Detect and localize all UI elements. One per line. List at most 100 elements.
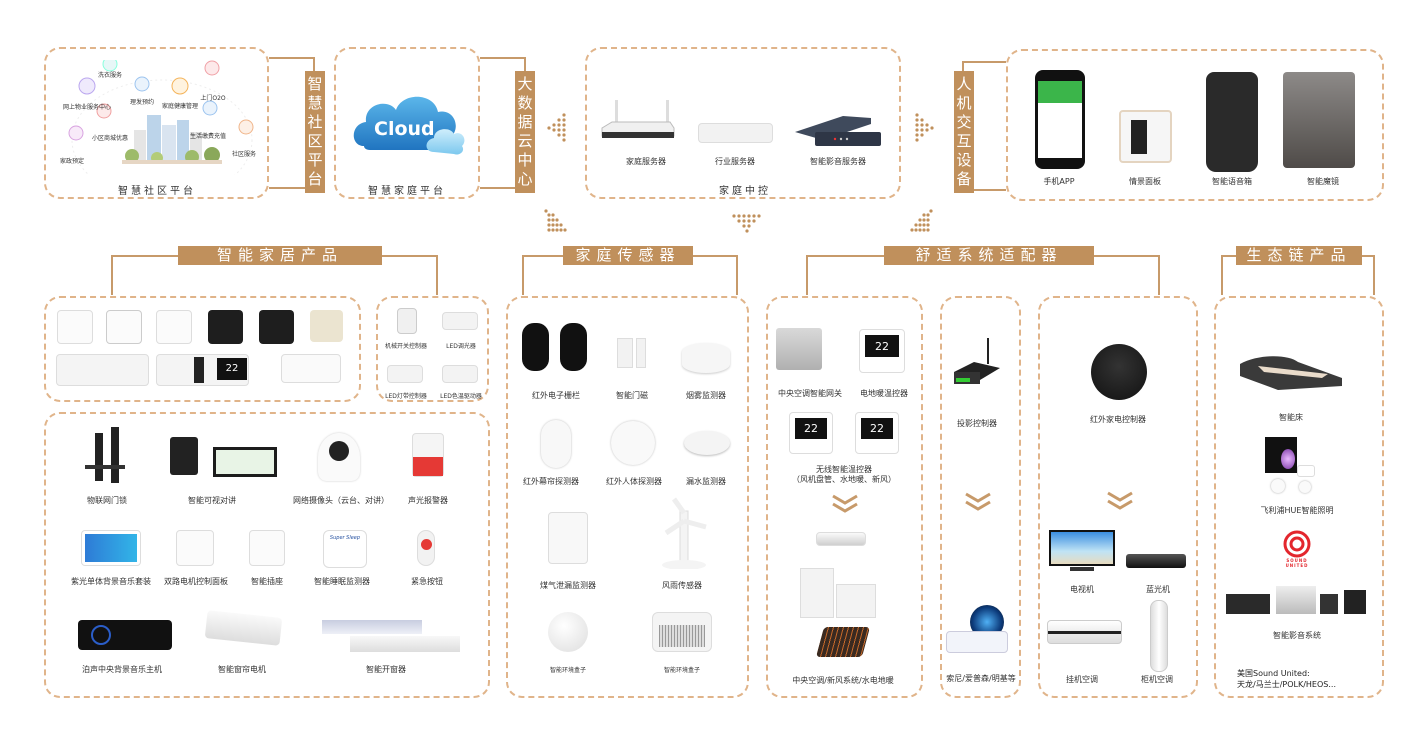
smoke-detector-image: [682, 343, 730, 373]
tag-char: 数: [517, 94, 533, 112]
magic-mirror-label: 智能魔镜: [1307, 177, 1339, 186]
home-control-caption: 家庭中控: [719, 186, 771, 197]
bluray-player-image: [1126, 554, 1186, 568]
comfort-col2-bottom-label: 索尼/爱普森/明基等: [946, 674, 1016, 683]
smart-mirror-image: [1283, 72, 1355, 168]
av-system-image: [1226, 586, 1368, 616]
comfort-col1-box: [766, 296, 923, 698]
appliance-label: 蓝光机: [1146, 585, 1170, 594]
chevron-down-icon: [964, 492, 992, 512]
wireless-thermostat-2-image: 22: [855, 412, 899, 454]
ecosystem-box: [1214, 296, 1384, 698]
ecosystem-products-title: 生态链产品: [1236, 246, 1362, 265]
emergency-button-image: [417, 530, 435, 566]
led-item-label: 机械开关控制器: [384, 343, 428, 350]
sensor-label: 风雨传感器: [662, 581, 702, 590]
community-illustration: [62, 60, 262, 175]
cloud-logo-text: Cloud: [374, 118, 435, 140]
appliance-label: 电视机: [1070, 585, 1094, 594]
sound-united-line1: SOUND: [1286, 558, 1308, 563]
sound-united-line2: UNITED: [1285, 563, 1309, 568]
sensor-label: 智能环境盒子: [663, 667, 701, 674]
service-label: 网上物业服务中心: [62, 104, 112, 111]
sensor-label: 红外电子栅栏: [532, 391, 580, 400]
community-platform-box: [44, 47, 269, 199]
service-label: 生活缴费充值: [189, 133, 227, 140]
home-sensors-title: 家庭传感器: [563, 246, 693, 265]
led-controllers-box: [376, 296, 489, 402]
arrow-diagonal-down-left-icon: [908, 208, 934, 232]
note-line-1: 美国Sound United:: [1237, 669, 1310, 678]
home-server-label: 家庭服务器: [626, 157, 666, 166]
switch-panel-long-2: 22: [156, 354, 249, 386]
led-item-label: LED灯带控制器: [385, 393, 427, 400]
arrow-left-icon: [546, 112, 568, 144]
tag-char: 台: [307, 170, 323, 188]
smart-bed-image: [1238, 352, 1344, 390]
community-platform-tag: 智 慧 社 区 平 台: [305, 71, 325, 193]
dual-motor-panel-image: [176, 530, 214, 566]
device-label: 紧急按钮: [411, 577, 443, 586]
comfort-item-label: 电地暖温控器: [860, 389, 908, 398]
tag-char: 互: [956, 132, 972, 150]
thermostat-display: 22: [861, 418, 893, 439]
smart-home-products-title: 智能家居产品: [178, 246, 382, 265]
ir-curtain-detector-image: [541, 420, 571, 468]
panel-display: 22: [217, 358, 247, 380]
tag-char: 中: [517, 151, 533, 169]
led-dimmer-image: [442, 312, 478, 330]
phone-app-image: [1035, 70, 1085, 169]
ecosystem-item-label: 飞利浦HUE智能照明: [1260, 506, 1334, 515]
smart-devices-box: [44, 412, 490, 698]
home-control-box: [585, 47, 901, 199]
arrow-down-icon: [731, 213, 763, 233]
cloud-icon: [350, 88, 470, 163]
service-label: 小区商城优惠: [91, 135, 129, 142]
cloud-platform-caption: 智慧家庭平台: [368, 186, 446, 197]
switch-panel-2: [106, 310, 142, 344]
switch-panel-beige: [310, 310, 343, 342]
music-host-image: [78, 620, 172, 650]
service-label: 社区服务: [231, 151, 257, 158]
switch-panel-black-2: [259, 310, 294, 344]
thermostat-display: 22: [865, 335, 899, 358]
network-camera-image: [318, 433, 360, 481]
projector-image: [946, 605, 1010, 655]
central-ac-gateway-image: [776, 328, 822, 370]
tag-char: 交: [956, 113, 972, 131]
tag-char: 备: [956, 170, 972, 188]
wall-ac-image: [1047, 620, 1122, 644]
hmi-box: [1006, 49, 1384, 201]
sensor-label: 智能门磁: [616, 391, 648, 400]
sleep-monitor-image: Super Sleep: [323, 530, 367, 568]
tag-char: 心: [517, 170, 533, 188]
sensor-label: 智能环境盒子: [549, 667, 587, 674]
community-platform-caption: 智慧社区平台: [118, 186, 196, 197]
tag-char: 设: [956, 151, 972, 169]
wireless-thermostat-sublabel: （风机盘管、水地暖、新风）: [792, 475, 896, 484]
sound-united-note: 美国Sound United: 天龙/马兰士/POLK/HEOS...: [1237, 668, 1336, 690]
service-label: 家庭健康管理: [161, 103, 199, 110]
chevron-down-icon: [1106, 491, 1134, 511]
led-item-label: LED色温驱动器: [440, 393, 482, 400]
switch-panel-3: [156, 310, 192, 344]
appliance-label: 柜机空调: [1141, 675, 1173, 684]
door-lock-image: [85, 425, 125, 485]
sensor-label: 红外幕帘探测器: [523, 477, 579, 486]
ir-fence-image: [522, 323, 588, 373]
projection-controller-label: 投影控制器: [957, 419, 997, 428]
device-label: 智能开窗器: [366, 665, 406, 674]
tag-char: 人: [956, 75, 972, 93]
comfort-col2-box: [940, 296, 1021, 698]
device-label: 网络摄像头（云台、对讲）: [293, 496, 389, 505]
env-box-sphere-image: [548, 612, 588, 652]
chevron-down-icon: [831, 494, 859, 514]
background-music-panel-image: [81, 530, 141, 566]
switch-panels-box: [44, 296, 361, 402]
service-label: 上门O2O: [200, 95, 226, 102]
water-leak-sensor-image: [684, 431, 730, 455]
floor-ac-image: [1150, 600, 1168, 672]
ir-body-detector-image: [611, 421, 655, 465]
tag-char: 机: [956, 94, 972, 112]
device-label: 双路电机控制面板: [164, 577, 228, 586]
